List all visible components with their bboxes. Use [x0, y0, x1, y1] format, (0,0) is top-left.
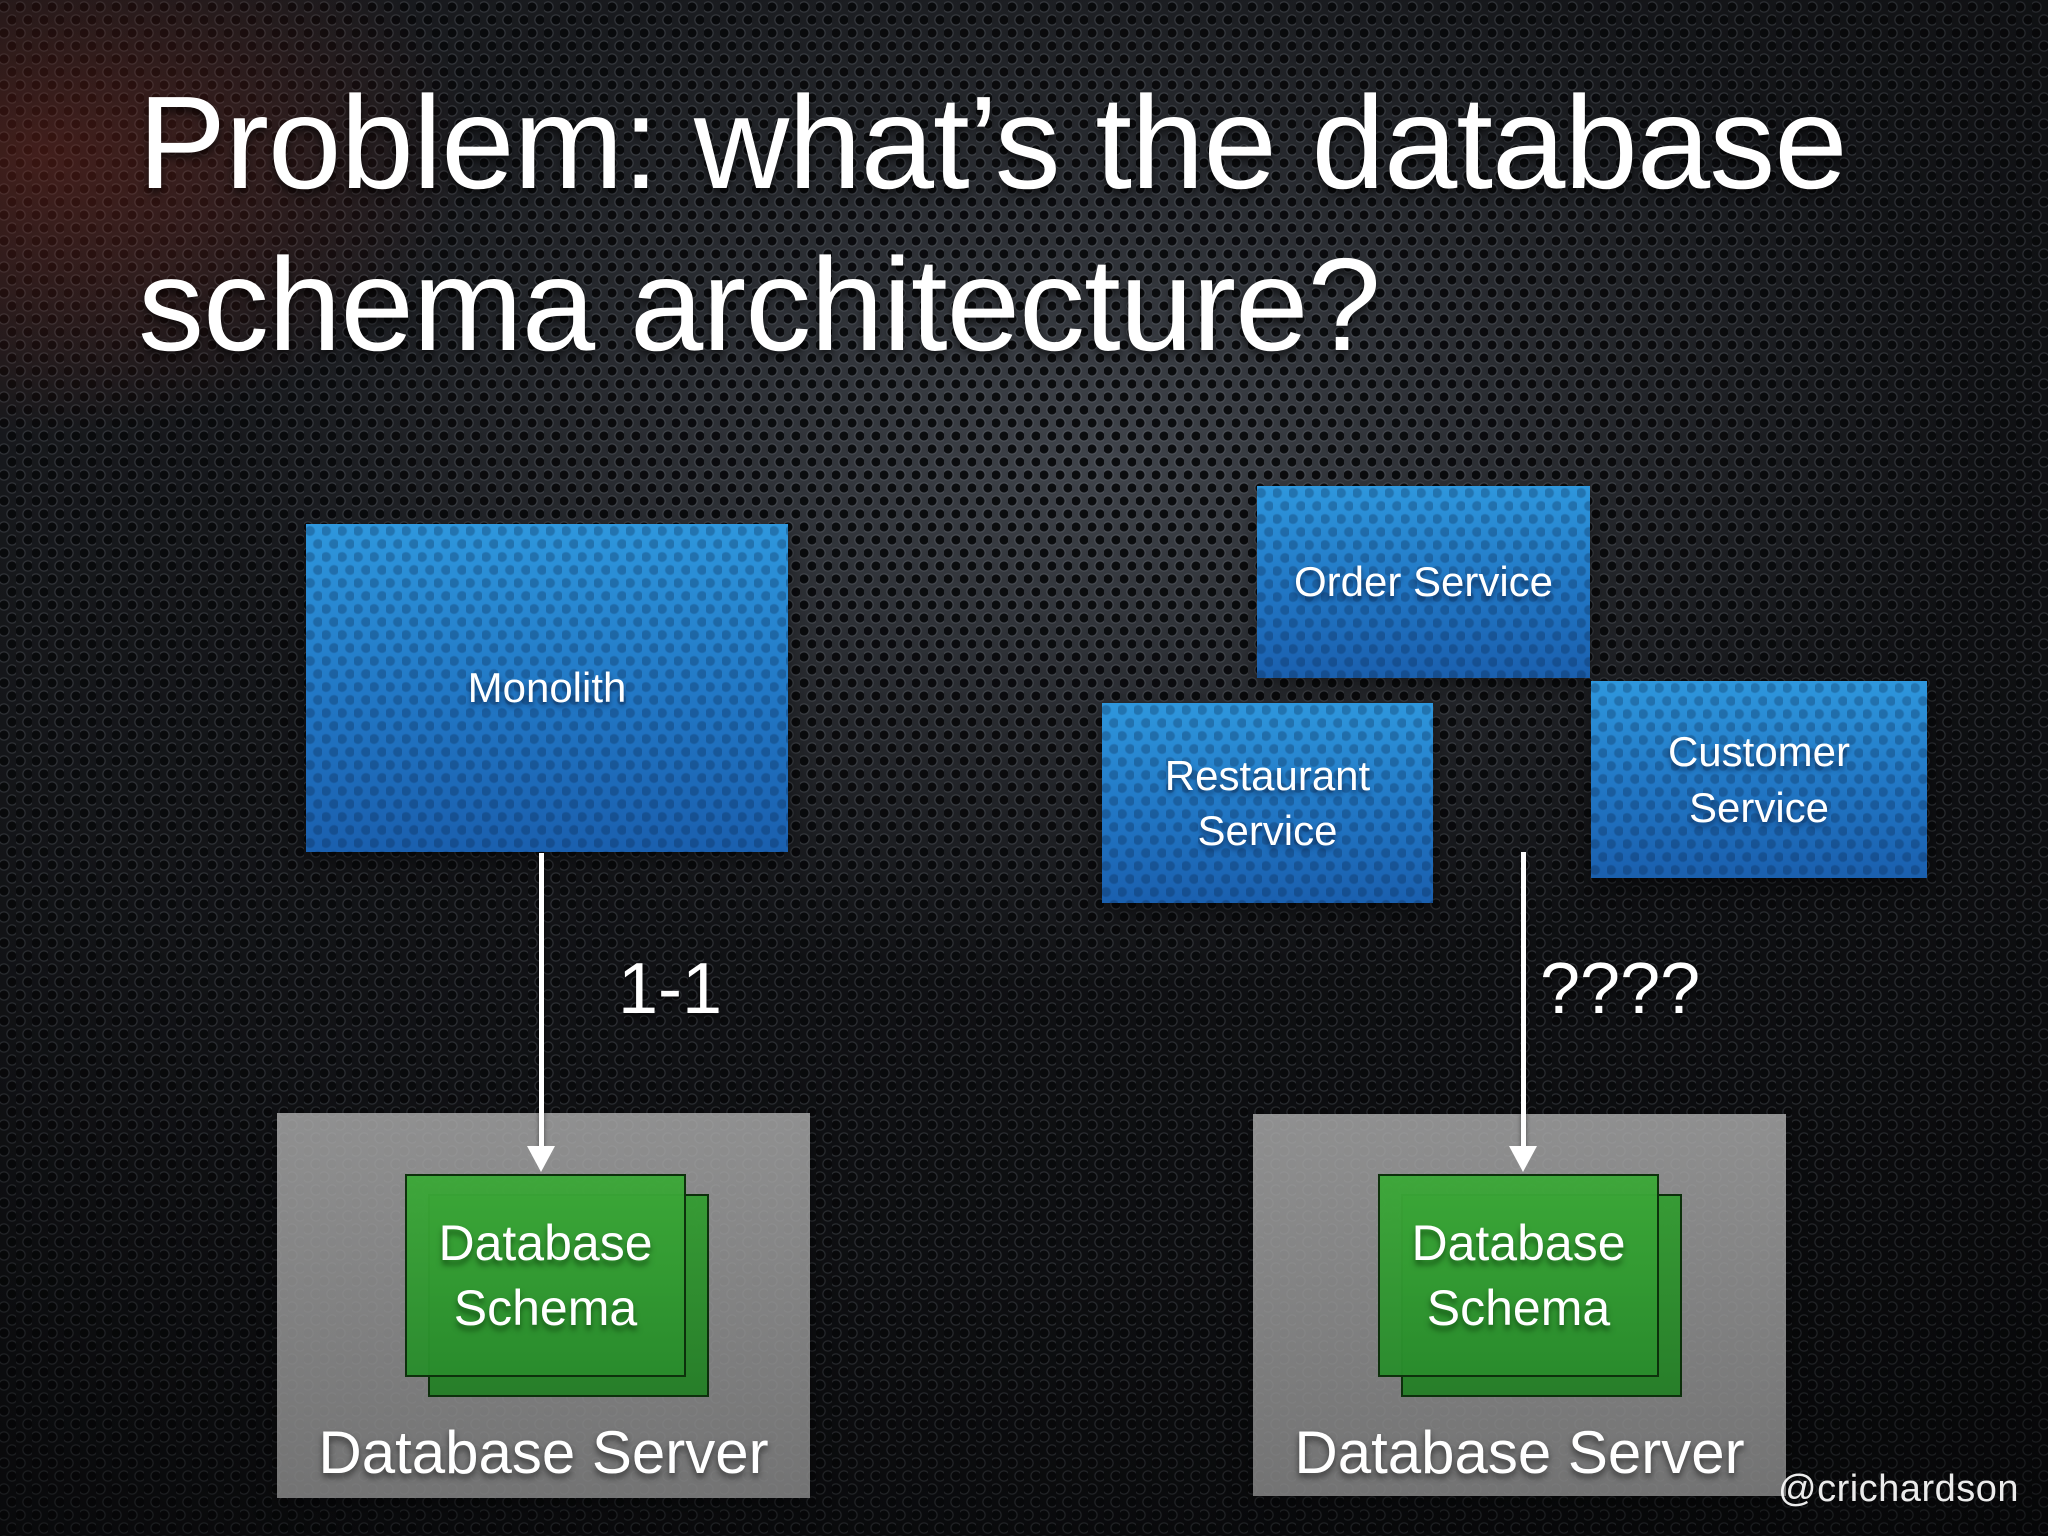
order-service-label: Order Service [1293, 558, 1554, 606]
left-down-arrow-line [539, 853, 544, 1147]
customer-service-label: Customer Service [1667, 728, 1851, 831]
right-database-server-label: Database Server [1294, 1419, 1745, 1486]
right-database-schema-label: Database Schema [1411, 1214, 1626, 1336]
monolith-label: Monolith [467, 664, 627, 712]
right-relationship-label: ???? [1540, 949, 1701, 1029]
left-relationship-label: 1-1 [618, 949, 723, 1029]
left-database-schema-box: Database Schema [405, 1174, 686, 1377]
customer-service-box: Customer Service [1591, 681, 1927, 878]
slide-title-line2: schema architecture? [138, 231, 1381, 378]
left-database-server-label: Database Server [318, 1419, 769, 1486]
watermark: @crichardson [1778, 1468, 2019, 1510]
restaurant-service-box: Restaurant Service [1102, 703, 1433, 903]
order-service-box: Order Service [1257, 486, 1590, 678]
right-down-arrow-head [1509, 1146, 1537, 1172]
right-database-schema-box: Database Schema [1378, 1174, 1659, 1377]
left-database-schema-label: Database Schema [438, 1214, 653, 1336]
right-down-arrow-line [1521, 852, 1526, 1147]
restaurant-service-label: Restaurant Service [1164, 751, 1371, 854]
slide-title: Problem: what’s the database schema arch… [138, 62, 1998, 386]
monolith-box: Monolith [306, 524, 788, 852]
slide-title-line1: Problem: what’s the database [138, 69, 1848, 216]
left-down-arrow-head [527, 1146, 555, 1172]
